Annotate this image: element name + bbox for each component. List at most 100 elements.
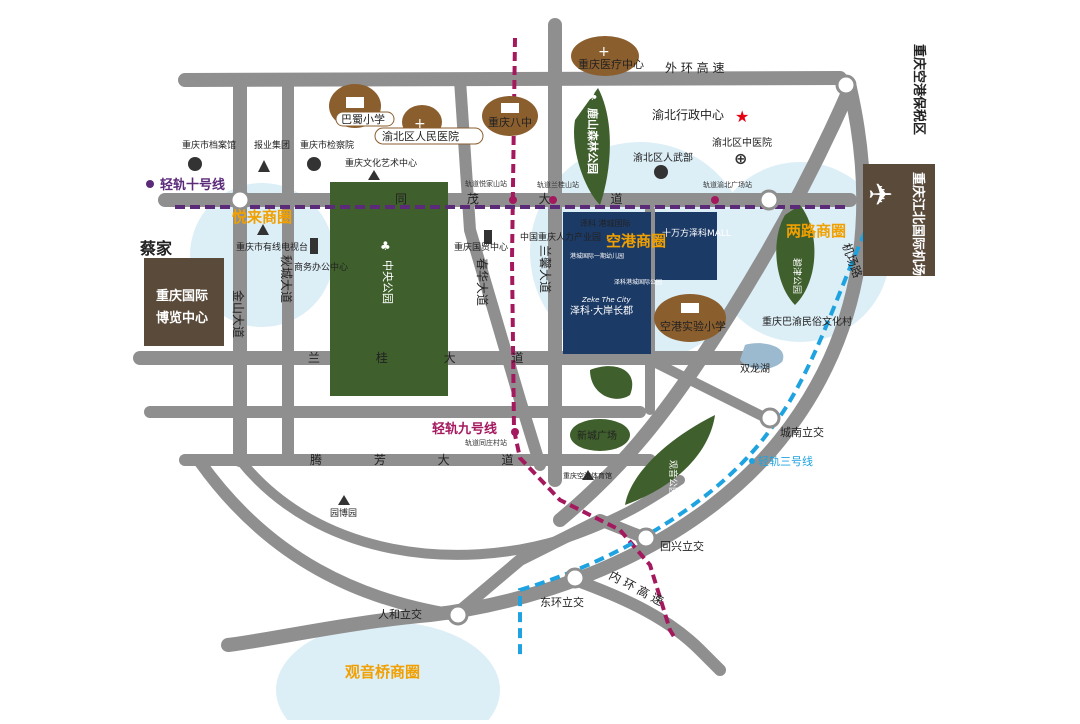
metro-station-icon <box>549 196 557 204</box>
interchange-ring-tongmao-w <box>229 189 251 211</box>
chunhua-label: 春华大道 <box>475 258 489 306</box>
mountain-icon <box>368 170 380 180</box>
project-sub1: 港城国际一期幼儿园 <box>570 252 624 260</box>
luzhou-park-label: 鹿山森林公园 <box>586 108 600 174</box>
bijin-park-label: 碧津公园 <box>791 258 803 294</box>
line3-dot <box>749 458 755 464</box>
shuanglong-label: 双龙湖 <box>740 362 770 375</box>
mountain-icon <box>258 160 270 172</box>
central-park <box>330 182 448 396</box>
yuanbo-label: 园博园 <box>330 507 357 519</box>
hospital-cross-icon: + <box>414 116 426 132</box>
road-waihuan <box>178 71 847 87</box>
metro-station-icon <box>511 428 519 436</box>
road-outer-ring <box>221 81 871 652</box>
poi-markers: ⊕ ★ <box>188 107 749 505</box>
building-icon <box>307 157 321 171</box>
armed-forces-label: 渝北区人武部 <box>633 151 693 164</box>
building-icon <box>310 238 318 254</box>
station-yuejia: 轨道悦家山站 <box>465 179 507 188</box>
yuelai-circle <box>190 183 334 327</box>
donghuan-label: 东环立交 <box>540 595 584 609</box>
xincheng-green <box>570 419 630 451</box>
konggang-zone-label: 空港商圈 <box>606 232 666 250</box>
line3-label: 轻轨三号线 <box>758 454 813 468</box>
mountain-icon <box>257 224 269 235</box>
experimental-school-label: 空港实验小学 <box>660 319 726 333</box>
road-network <box>133 18 871 676</box>
yubei-admin-label: 渝北行政中心 <box>652 107 724 122</box>
caijia-label: 蔡家 <box>139 239 173 258</box>
chongqing-8th-label: 重庆八中 <box>488 115 532 129</box>
interchange-ring-ne <box>835 74 857 96</box>
project-name: 泽科·大岸长郡 <box>570 304 633 317</box>
lianglu-zone-label: 两路商圈 <box>786 222 846 240</box>
huixing-label: 回兴立交 <box>660 539 704 553</box>
road-neihuan <box>569 574 726 676</box>
line10-dot <box>146 180 154 188</box>
star-icon: ★ <box>735 107 749 126</box>
book-icon <box>681 303 699 313</box>
road-chunhua <box>454 74 546 471</box>
chinese-hospital-label: 渝北区中医院 <box>712 136 772 149</box>
hospital-cross-icon: ⊕ <box>734 149 747 168</box>
bashu-school-label: 巴蜀小学 <box>341 112 385 126</box>
mall-area <box>655 212 717 280</box>
project-area <box>563 212 651 354</box>
tree-icon: ♣ <box>380 239 391 253</box>
park-labels: 中央公园 鹿山森林公园 碧津公园 观音公园 ♣ ♣ <box>380 89 803 496</box>
guanyinqiao-circle <box>276 622 500 724</box>
hospital-cross-icon: + <box>598 44 610 60</box>
road-chengnan <box>645 355 775 425</box>
station-lanxin: 轨道兰桂山站 <box>537 180 579 189</box>
parks <box>330 88 815 505</box>
yubei-hospital-label: 渝北区人民医院 <box>382 129 459 143</box>
metro-station-icon <box>509 196 517 204</box>
interchange-ring-chengnan <box>759 407 781 429</box>
shuanglong-lake <box>740 343 784 370</box>
culture-center-label: 重庆文化艺术中心 <box>345 157 417 169</box>
archives-label: 重庆市档案馆 <box>182 139 236 151</box>
project-en: Zeke The City <box>581 296 632 304</box>
sports-center-label: 重庆空港体育馆 <box>563 471 612 480</box>
interchange-ring-tongmao-e <box>758 189 780 211</box>
road-jichang <box>553 81 857 527</box>
school-8th-badge: 重庆八中 <box>482 96 538 136</box>
tv-tower-label: 重庆市有线电视台 <box>236 241 308 253</box>
baoye-label: 报业集团 <box>254 139 290 151</box>
metro-station-icon <box>711 196 719 204</box>
mountain-icon <box>582 470 594 480</box>
expo-center-box: 重庆国际博览中心 <box>144 258 224 346</box>
central-park-label: 中央公园 <box>381 260 394 304</box>
folk-village-label: 重庆巴渝民俗文化村 <box>762 315 852 328</box>
guanyin-park <box>625 415 715 505</box>
hospital-badge: + 渝北区人民医院 <box>374 105 484 145</box>
book-icon <box>346 97 364 108</box>
guanyin-park-label: 观音公园 <box>667 460 679 496</box>
building-icon <box>654 165 668 179</box>
medical-center-badge: + 重庆医疗中心 <box>571 36 644 76</box>
project-block: 泽科 港城国际 港城国际一期幼儿园 Zeke The City 泽科港城国际公园… <box>563 212 731 354</box>
line10-label: 轻轨十号线 <box>160 177 225 193</box>
metro-stations <box>509 196 719 436</box>
interchanges <box>229 74 857 626</box>
metro-line-9 <box>509 37 678 642</box>
station-tongzhuang: 轨道同庄村站 <box>465 438 507 447</box>
interchange-ring-huixing <box>635 527 657 549</box>
medical-center-label: 重庆医疗中心 <box>578 57 644 71</box>
business-center-label: 商务办公中心 <box>294 261 348 273</box>
metro-line-3 <box>518 231 867 660</box>
green-south <box>590 366 633 399</box>
interchange-ring-renhe <box>447 604 469 626</box>
procuratorate-label: 重庆市检察院 <box>300 139 354 151</box>
chengnan-label: 城南立交 <box>780 425 824 439</box>
langui-label: 兰 桂 大 道 <box>308 350 549 365</box>
renhe-label: 人和立交 <box>378 607 422 621</box>
waihuan-label: 外 环 高 速 <box>665 60 724 75</box>
interchange-ring-donghuan <box>564 567 586 589</box>
station-yubei: 轨道渝北广场站 <box>703 180 752 189</box>
mall-label: 十万方泽科MALL <box>662 227 731 239</box>
building-icon <box>188 157 202 171</box>
